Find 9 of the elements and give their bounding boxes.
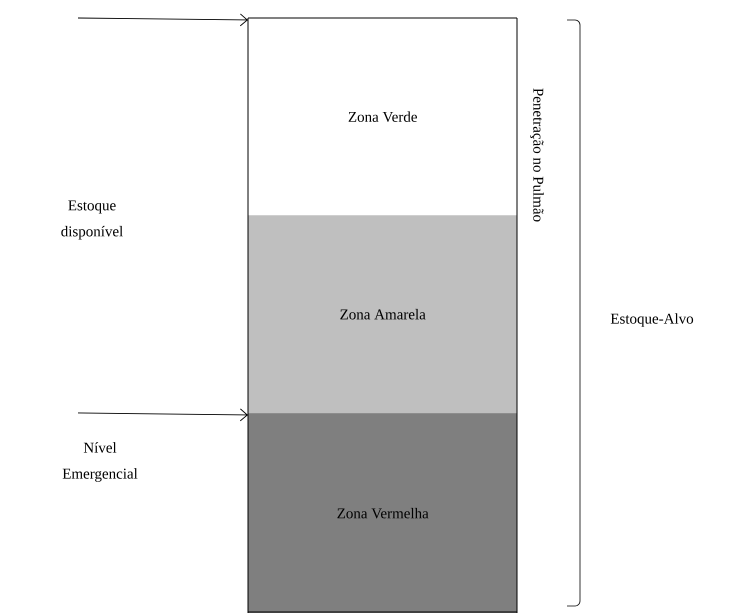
vertical-label: Penetração no Pulmão	[530, 88, 544, 222]
side-label: Estoque-Alvo	[610, 313, 694, 327]
arrow	[78, 408, 248, 422]
zone-band: Zona Amarela	[248, 214, 518, 414]
left-note: Estoque disponível	[61, 200, 123, 240]
arrow	[78, 13, 248, 26]
zone-band: Zona Verde	[248, 18, 518, 216]
left-note: Nível Emergencial	[62, 442, 138, 482]
zone-band: Zona Vermelha	[248, 412, 518, 613]
